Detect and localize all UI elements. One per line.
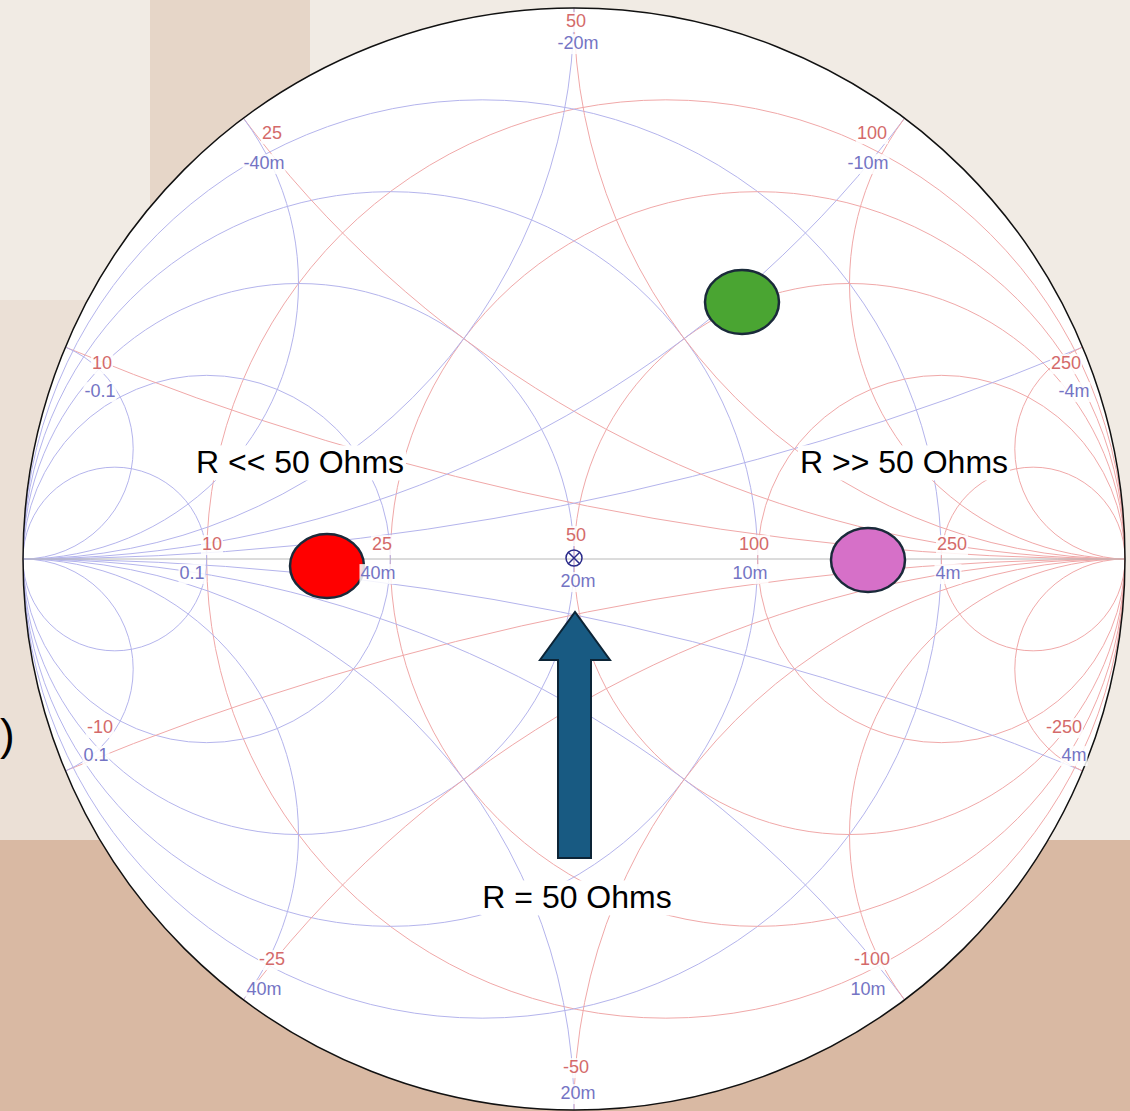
reactance-arc xyxy=(0,559,1130,1111)
reactance-arc xyxy=(850,559,1130,1110)
impedance-grid-value: 50 xyxy=(565,526,587,546)
admittance-grid-value: 40m xyxy=(245,980,282,1000)
susceptance-arc xyxy=(0,559,1125,1111)
admittance-grid-value: 10m xyxy=(849,980,886,1000)
region-label: R = 50 Ohms xyxy=(480,880,673,915)
admittance-grid-value: -10m xyxy=(846,154,889,174)
region-label: R >> 50 Ohms xyxy=(798,445,1010,480)
susceptance-arc xyxy=(0,0,574,559)
chart-disc xyxy=(23,8,1125,1110)
susceptance-arc xyxy=(0,559,1130,1111)
susceptance-arc xyxy=(0,339,133,559)
susceptance-arc xyxy=(0,0,1130,559)
cropped-text: ) xyxy=(0,711,15,759)
susceptance-arc xyxy=(0,559,133,779)
impedance-grid-value: 250 xyxy=(936,535,968,555)
reactance-arc xyxy=(1015,559,1130,779)
reactance-arc xyxy=(23,559,1130,1111)
admittance-grid-value: -4m xyxy=(1058,382,1091,402)
admittance-grid-value: -20m xyxy=(556,34,599,54)
reactance-arc xyxy=(0,0,1130,559)
impedance-grid-value: -50 xyxy=(562,1058,590,1078)
impedance-grid-value: -100 xyxy=(853,950,891,970)
pointer-arrow xyxy=(540,612,610,858)
high-impedance-dot xyxy=(831,528,905,592)
impedance-grid-value: -25 xyxy=(258,950,286,970)
impedance-grid-value: 10 xyxy=(91,354,113,374)
admittance-grid-value: 20m xyxy=(559,1084,596,1104)
admittance-grid-value: 40m xyxy=(359,564,396,584)
reactance-arc xyxy=(23,0,1130,559)
region-label: R << 50 Ohms xyxy=(194,445,406,480)
susceptance-arc xyxy=(0,0,1125,559)
impedance-grid-value: 100 xyxy=(856,124,888,144)
complex-impedance-dot xyxy=(705,270,779,334)
admittance-grid-value: 0.1 xyxy=(178,564,205,584)
impedance-grid-value: 50 xyxy=(565,12,587,32)
reactance-arc xyxy=(574,559,1130,1111)
chart-rim xyxy=(23,8,1125,1110)
center-marker xyxy=(566,550,582,566)
impedance-grid-value: 25 xyxy=(261,124,283,144)
susceptance-arc xyxy=(0,559,574,1111)
admittance-grid-value: 10m xyxy=(731,564,768,584)
admittance-grid-value: 20m xyxy=(559,572,596,592)
admittance-grid-value: 0.1 xyxy=(82,746,109,766)
impedance-grid-value: 10 xyxy=(201,535,223,555)
admittance-grid-value: -40m xyxy=(242,154,285,174)
low-impedance-dot xyxy=(290,534,364,598)
impedance-grid-value: -250 xyxy=(1045,718,1083,738)
reactance-arc xyxy=(1015,339,1130,559)
impedance-grid-value: 25 xyxy=(371,535,393,555)
admittance-grid-value: 4m xyxy=(1060,746,1087,766)
impedance-grid-value: 100 xyxy=(738,535,770,555)
impedance-grid-value: 250 xyxy=(1050,354,1082,374)
admittance-grid-value: 4m xyxy=(934,564,961,584)
susceptance-arc xyxy=(0,559,299,1110)
impedance-grid-value: -10 xyxy=(86,718,114,738)
admittance-grid-value: -0.1 xyxy=(83,382,116,402)
